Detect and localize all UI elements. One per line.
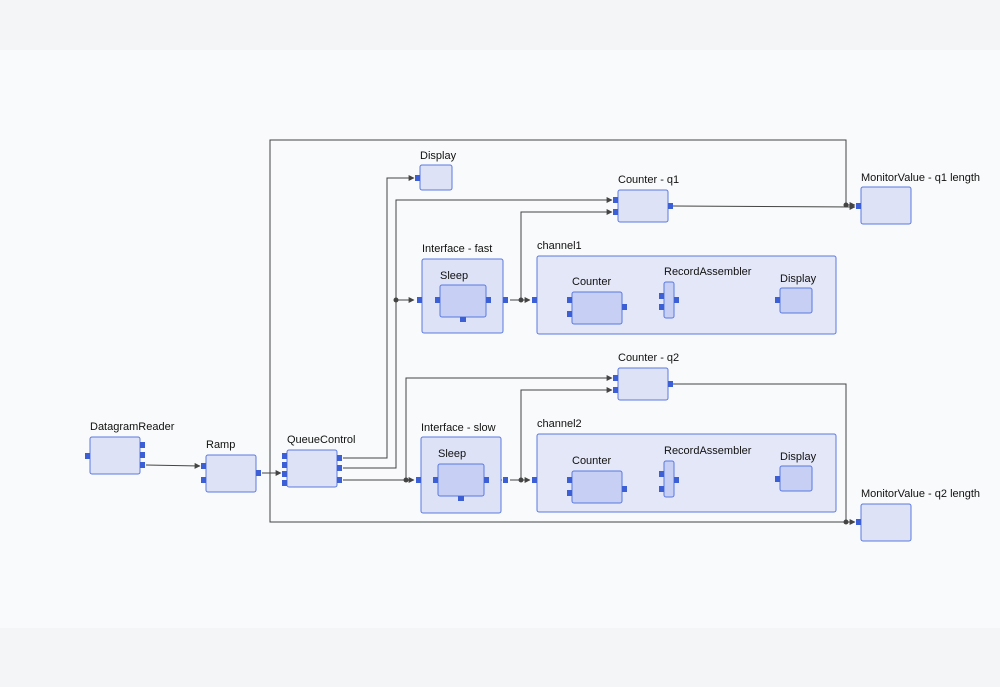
label-record-assembler-ch1: RecordAssembler — [664, 266, 752, 278]
label-sleep-fast: Sleep — [440, 270, 468, 282]
actor-sleep-slow[interactable] — [437, 463, 485, 497]
actor-record-assembler-ch1[interactable] — [663, 281, 675, 319]
actor-record-assembler-ch2[interactable] — [663, 460, 675, 498]
actor-datagram-reader[interactable] — [85, 436, 145, 475]
wire-counterq1-monitorq1[interactable] — [672, 203, 856, 210]
label-counter-q2: Counter - q2 — [618, 352, 679, 364]
actor-monitor-q2[interactable] — [856, 503, 912, 542]
composite-channel1[interactable] — [532, 255, 837, 335]
label-counter-ch2: Counter — [572, 455, 611, 467]
label-monitor-q2: MonitorValue - q2 length — [861, 488, 980, 500]
wire-counterq2-monitorq2[interactable] — [673, 383, 847, 522]
label-counter-ch1: Counter — [572, 276, 611, 288]
canvas-area — [0, 50, 1000, 628]
wire-qc-counterq1[interactable] — [343, 197, 613, 469]
composite-interface-slow[interactable] — [416, 436, 508, 514]
label-ramp: Ramp — [206, 439, 235, 451]
label-display-ch1: Display — [780, 273, 817, 285]
actor-counter-ch1[interactable] — [571, 291, 623, 325]
label-channel1: channel1 — [537, 240, 582, 252]
label-record-assembler-ch2: RecordAssembler — [664, 445, 752, 457]
actor-ramp[interactable] — [201, 454, 261, 493]
actor-counter-q1[interactable] — [613, 189, 673, 223]
label-counter-q1: Counter - q1 — [618, 174, 679, 186]
composite-channel2[interactable] — [532, 433, 837, 513]
wire-fast-counterq1[interactable] — [520, 209, 613, 300]
actor-counter-q2[interactable] — [613, 367, 673, 401]
label-display-ch2: Display — [780, 451, 817, 463]
actor-counter-ch2[interactable] — [571, 470, 623, 504]
label-display-top: Display — [420, 150, 457, 162]
label-sleep-slow: Sleep — [438, 448, 466, 460]
wire-reader-ramp[interactable] — [145, 462, 201, 469]
actor-display-ch2[interactable] — [779, 465, 813, 492]
actors: DatagramReader Ramp QueueControl Display — [85, 150, 980, 542]
label-queue-control: QueueControl — [287, 434, 356, 446]
actor-display-ch1[interactable] — [779, 287, 813, 314]
wire-slow-counterq2-b[interactable] — [520, 387, 613, 480]
wire-loop-q1[interactable] — [269, 139, 856, 473]
actor-monitor-q1[interactable] — [856, 186, 912, 225]
actor-queue-control[interactable] — [282, 449, 342, 488]
label-datagram-reader: DatagramReader — [90, 421, 175, 433]
label-interface-slow: Interface - slow — [421, 422, 496, 434]
wire-qc-display[interactable] — [343, 175, 415, 459]
label-monitor-q1: MonitorValue - q1 length — [861, 172, 980, 184]
actor-sleep-fast[interactable] — [439, 284, 487, 318]
wire-loop-q2[interactable] — [269, 473, 856, 525]
composite-interface-fast[interactable] — [417, 258, 508, 334]
wire-slow-counterq2[interactable] — [405, 375, 613, 480]
label-interface-fast: Interface - fast — [422, 243, 492, 255]
actor-display-top[interactable] — [415, 164, 453, 191]
label-channel2: channel2 — [537, 418, 582, 430]
